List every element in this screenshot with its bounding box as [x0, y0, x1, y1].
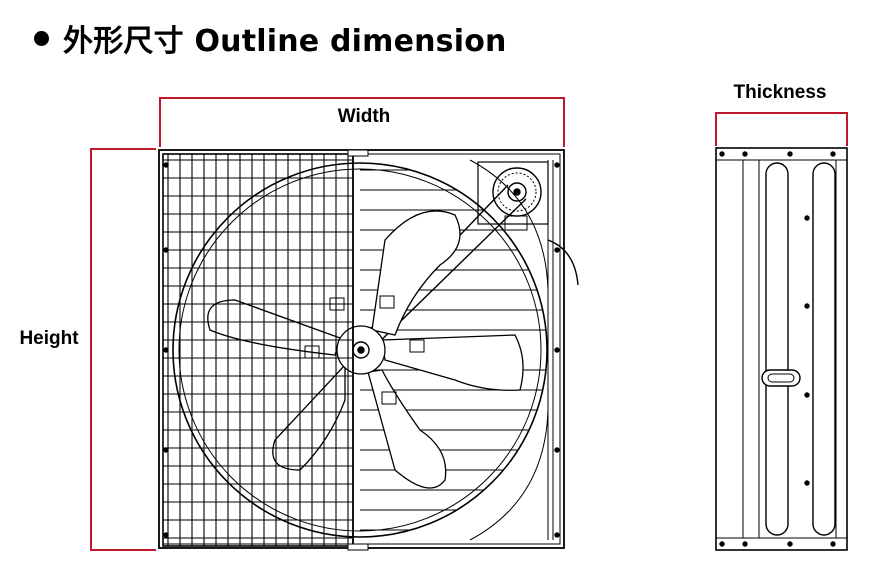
motor-housing: [477, 161, 549, 225]
side-slot-left: [765, 162, 789, 536]
fan-front-view: [158, 149, 579, 551]
width-dimension: [159, 97, 565, 147]
header: 外形尺寸 Outline dimension: [34, 14, 507, 62]
thickness-label: Thickness: [734, 82, 827, 103]
width-label: Width: [338, 106, 391, 127]
height-label: Height: [19, 328, 79, 349]
side-slot-right: [812, 162, 836, 536]
height-dimension: [90, 148, 156, 551]
fan-side-view: [715, 147, 848, 551]
protective-grille: [163, 154, 352, 546]
venturi-ring: [172, 162, 548, 538]
bullet-icon: [34, 30, 49, 46]
page-title: 外形尺寸 Outline dimension: [63, 24, 507, 59]
thickness-dimension: [715, 112, 848, 146]
